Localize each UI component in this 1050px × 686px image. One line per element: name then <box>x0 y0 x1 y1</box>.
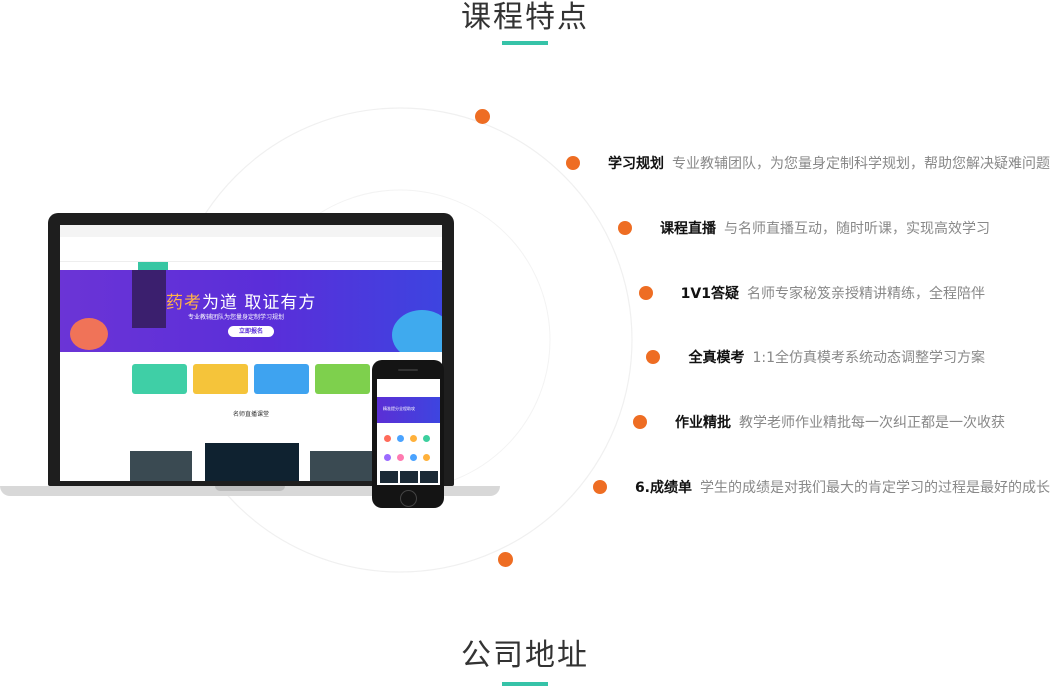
nav-active-item <box>138 262 168 271</box>
feature-1v1-qa: 1V1答疑名师专家秘笈亲授精讲精练，全程陪伴 <box>638 284 985 304</box>
feature-live-course: 课程直播与名师直播互动，随时听课，实现高效学习 <box>618 219 990 239</box>
laptop-notch <box>215 486 285 491</box>
phone-video-thumb <box>420 471 438 483</box>
phone-speaker <box>398 369 418 371</box>
app-icon <box>384 454 391 461</box>
feature-homework-review: 作业精批教学老师作业精批每一次纠正都是一次收获 <box>633 413 1005 433</box>
course-card <box>132 364 187 394</box>
bullet-dot-icon <box>566 156 580 170</box>
phone-screen: 精准提分全程助攻 <box>377 379 440 485</box>
banner-signup-button: 立即报名 <box>228 326 274 337</box>
feature-desc: 与名师直播互动，随时听课，实现高效学习 <box>724 221 990 237</box>
feature-title: 1V1答疑 <box>680 286 739 302</box>
feature-desc: 学生的成绩是对我们最大的肯定学习的过程是最好的成长 <box>700 480 1050 496</box>
title-underline <box>502 682 548 686</box>
app-icon <box>397 454 404 461</box>
title-underline <box>502 41 548 45</box>
bullet-dot-icon <box>592 480 607 494</box>
feature-mock-exam: 全真模考 1:1全仿真模考系统动态调整学习方案 <box>646 348 985 368</box>
feature-desc: 教学老师作业精批每一次纠正都是一次收获 <box>739 415 1005 431</box>
app-icon <box>384 435 391 442</box>
laptop-base <box>0 486 500 496</box>
course-card <box>315 364 370 394</box>
feature-desc: 1:1全仿真模考系统动态调整学习方案 <box>752 350 985 366</box>
website-nav <box>60 261 442 271</box>
banner-title-highlight: 药考 <box>166 293 202 313</box>
banner-subtitle: 专业教辅团队为您量身定制学习规划 <box>188 314 285 321</box>
video-thumbnail <box>205 443 299 481</box>
feature-title: 6.成绩单 <box>634 480 692 496</box>
website-dropdown-menu <box>132 270 166 328</box>
banner-title: 药考为道 取证有方 <box>166 288 316 313</box>
website-header <box>60 237 442 261</box>
banner-title-rest: 为道 取证有方 <box>202 293 317 313</box>
course-card <box>193 364 248 394</box>
feature-study-plan: 学习规划专业教辅团队，为您量身定制科学规划，帮助您解决疑难问题 <box>566 154 1050 174</box>
arc-dot-bottom <box>498 552 513 567</box>
app-icon <box>423 435 430 442</box>
section-title-course-features: 课程特点 <box>461 0 589 35</box>
banner-blob-decoration <box>392 310 442 352</box>
bullet-dot-icon <box>633 415 647 429</box>
app-icon <box>397 435 404 442</box>
app-icon <box>410 454 417 461</box>
phone-banner: 精准提分全程助攻 <box>377 397 440 423</box>
video-thumbnail <box>310 451 372 481</box>
bullet-dot-icon <box>638 286 653 300</box>
feature-desc: 名师专家秘笈亲授精讲精练，全程陪伴 <box>747 286 985 302</box>
live-section-title: 名师直播课堂 <box>232 411 269 418</box>
course-card <box>254 364 309 394</box>
feature-title: 学习规划 <box>608 156 664 172</box>
phone-banner-text: 精准提分全程助攻 <box>383 406 415 411</box>
feature-report-card: 6.成绩单学生的成绩是对我们最大的肯定学习的过程是最好的成长 <box>592 478 1050 498</box>
app-icon <box>410 435 417 442</box>
feature-desc: 专业教辅团队，为您量身定制科学规划，帮助您解决疑难问题 <box>672 156 1050 172</box>
video-thumbnail <box>130 451 192 481</box>
bullet-dot-icon <box>646 350 661 364</box>
phone-icon-grid <box>381 429 437 467</box>
feature-title: 全真模考 <box>688 350 745 366</box>
website-banner: 药考为道 取证有方 专业教辅团队为您量身定制学习规划 立即报名 <box>60 270 442 352</box>
feature-title: 课程直播 <box>660 221 716 237</box>
phone-home-button <box>400 490 417 507</box>
feature-title: 作业精批 <box>675 415 731 431</box>
bullet-dot-icon <box>618 221 632 235</box>
website-topbar <box>60 225 442 237</box>
arc-dot-top <box>475 109 490 124</box>
banner-blob-decoration <box>70 318 108 350</box>
app-icon <box>423 454 430 461</box>
section-title-company-address: 公司地址 <box>461 638 589 673</box>
phone-video-thumb <box>400 471 418 483</box>
phone-video-thumb <box>380 471 398 483</box>
